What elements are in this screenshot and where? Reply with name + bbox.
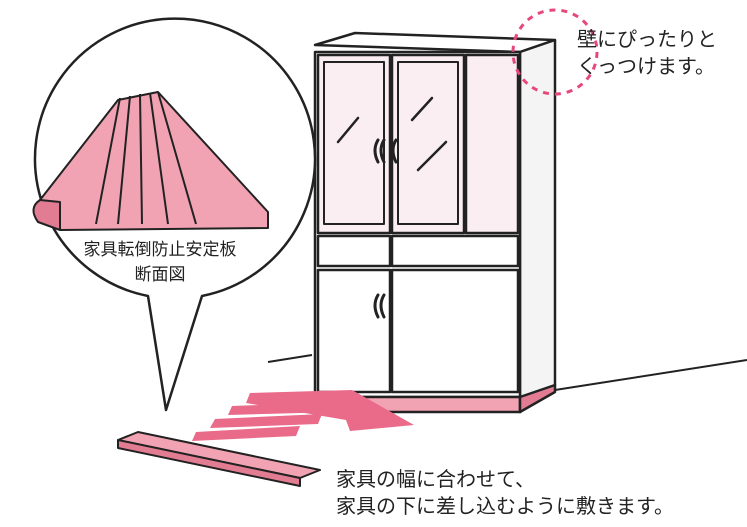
lower-left-door bbox=[316, 268, 392, 394]
right-drawer bbox=[390, 234, 520, 268]
instruction-line2: 家具の下に差し込むように敷きます。 bbox=[336, 494, 674, 518]
plinth-plate-side bbox=[518, 383, 557, 414]
highlight-circle bbox=[511, 8, 599, 96]
floor-plate bbox=[117, 431, 321, 487]
section-lip bbox=[32, 199, 61, 231]
bubble-caption-line2: 断面図 bbox=[134, 265, 186, 285]
wall-note: 壁にぴったりと くっつけます。 bbox=[577, 26, 717, 80]
section-body bbox=[39, 91, 269, 231]
upper-right-panel bbox=[464, 53, 520, 235]
wall-note-line2: くっつけます。 bbox=[577, 54, 715, 78]
left-drawer bbox=[316, 234, 392, 268]
bubble-caption-line1: 家具転倒防止安定板 bbox=[83, 240, 237, 260]
insert-arrow bbox=[192, 390, 414, 441]
glass-reflections bbox=[336, 96, 448, 172]
lower-right-door bbox=[390, 268, 520, 394]
door-handles bbox=[373, 138, 398, 319]
instruction-line1: 家具の幅に合わせて、 bbox=[336, 467, 535, 491]
left-glass-pane bbox=[323, 61, 385, 225]
cabinet-top bbox=[313, 31, 557, 54]
cabinet-side bbox=[518, 38, 557, 414]
cross-section bbox=[32, 91, 269, 231]
cabinet bbox=[313, 31, 557, 414]
instruction-note: 家具の幅に合わせて、 家具の下に差し込むように敷きます。 bbox=[336, 466, 674, 520]
wall-note-line1: 壁にぴったりと bbox=[577, 27, 717, 51]
bubble-caption: 家具転倒防止安定板 断面図 bbox=[55, 238, 265, 288]
right-glass-pane bbox=[397, 61, 459, 225]
